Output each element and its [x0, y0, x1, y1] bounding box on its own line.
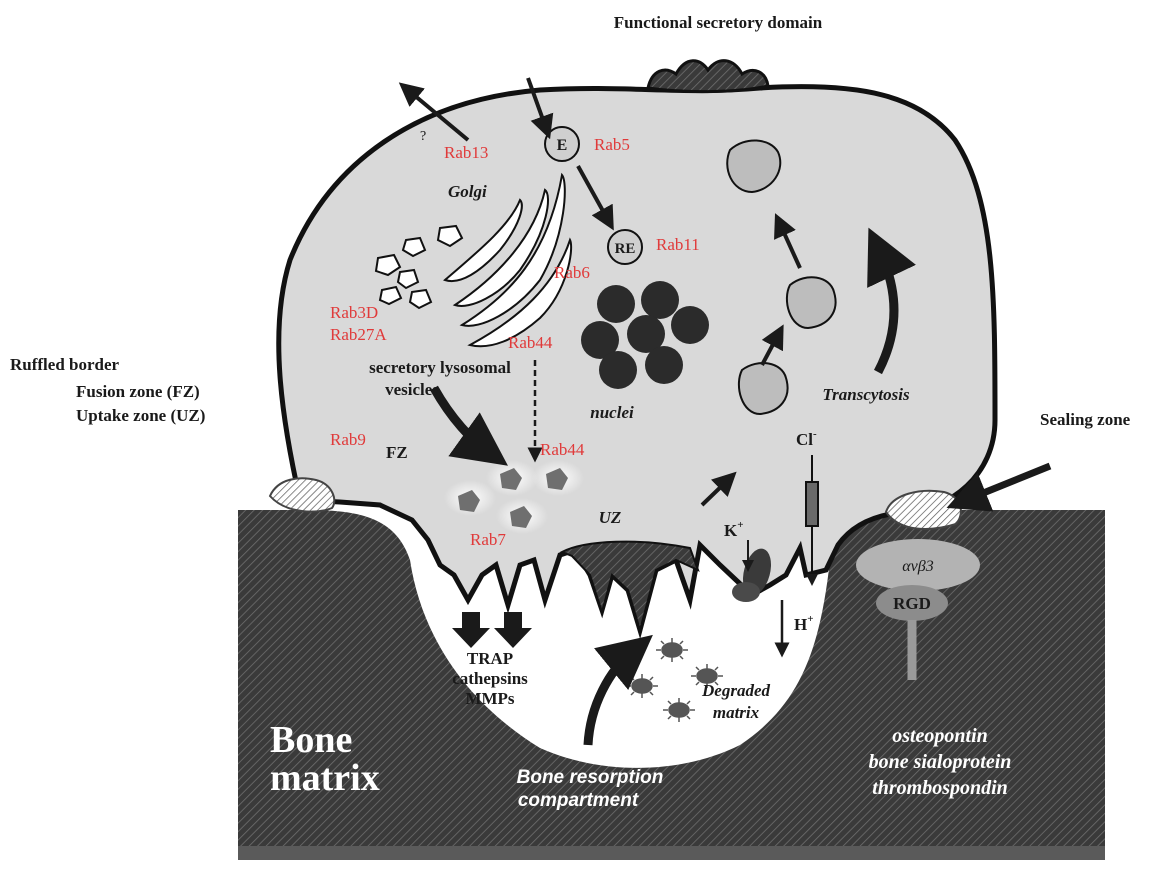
cathepsins-label: cathepsins: [452, 669, 528, 688]
resorption-label-1: Bone resorption: [517, 767, 664, 788]
trap-label: TRAP: [467, 649, 513, 668]
rab9-label: Rab9: [330, 430, 366, 449]
uz-label: UZ: [599, 508, 622, 527]
endosome-label: E: [557, 137, 568, 154]
rab11-label: Rab11: [656, 235, 700, 254]
osteopontin-label: osteopontin: [892, 725, 988, 747]
fz-label: FZ: [386, 443, 408, 462]
integrin-label: αvβ3: [902, 558, 933, 575]
golgi-label: Golgi: [448, 182, 487, 201]
uptake-zone-patch: [562, 542, 698, 630]
secretion-arrow-2: [494, 612, 532, 648]
rab13-label: Rab13: [444, 143, 488, 162]
sealing-zone-label: Sealing zone: [1040, 410, 1131, 429]
rab6-label: Rab6: [554, 263, 590, 282]
functional-secretory-domain-label: Functional secretory domain: [614, 13, 823, 32]
bone-base-band: [238, 846, 1105, 860]
degraded-matrix-label-2: matrix: [713, 703, 760, 722]
thrombospondin-label: thrombospondin: [872, 777, 1008, 799]
recycling-endosome-label: RE: [615, 241, 636, 257]
rab27a-label: Rab27A: [330, 325, 387, 344]
degraded-fragments: [626, 638, 723, 722]
resorption-label-2: compartment: [518, 790, 639, 811]
ruffled-border-label: Ruffled border: [10, 355, 120, 374]
transcytosis-label: Transcytosis: [822, 385, 910, 404]
rab5-label: Rab5: [594, 135, 630, 154]
bone-label-1: Bone: [270, 719, 352, 761]
rab44-upper-label: Rab44: [508, 333, 553, 352]
sealing-patch-left: [270, 478, 334, 511]
rab44-lower-label: Rab44: [540, 440, 585, 459]
h-ion-label: H+: [794, 613, 814, 634]
rab7-label: Rab7: [470, 530, 506, 549]
secretory-domain-patch: [648, 61, 768, 92]
uptake-zone-label: Uptake zone (UZ): [76, 406, 205, 425]
rab3d-label: Rab3D: [330, 303, 378, 322]
secretion-arrow-1: [452, 612, 490, 648]
chloride-channel-shape: [806, 482, 818, 526]
mmps-label: MMPs: [465, 689, 514, 708]
bone-label-2: matrix: [270, 757, 380, 799]
fusion-zone-label: Fusion zone (FZ): [76, 382, 200, 401]
rgd-label: RGD: [893, 594, 931, 613]
secretory-vesicles-label-1: secretory lysosomal: [369, 358, 511, 377]
secretory-vesicles-label-2: vesicles: [385, 380, 439, 399]
question-mark: ?: [420, 129, 426, 144]
nuclei-label: nuclei: [590, 403, 634, 422]
bone-sialoprotein-label: bone sialoprotein: [869, 751, 1012, 773]
degraded-matrix-label-1: Degraded: [701, 681, 770, 700]
proton-pump-base: [732, 582, 760, 602]
